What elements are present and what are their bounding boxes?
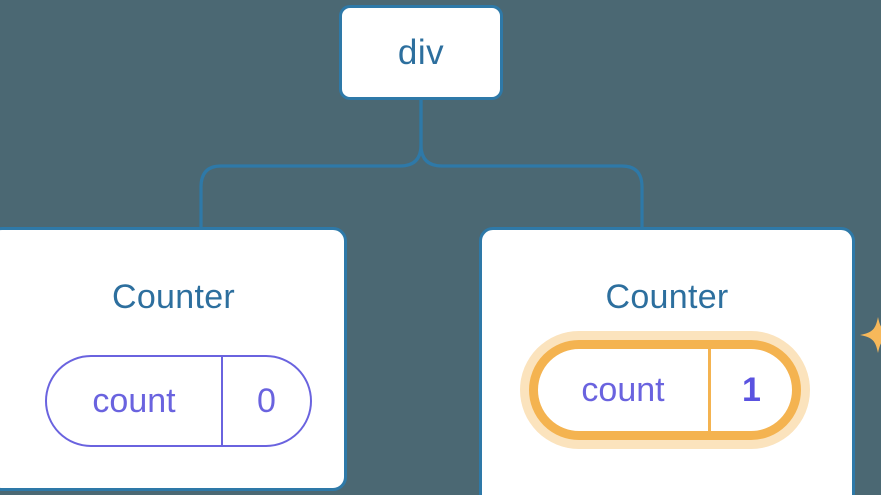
state-value: 0 [257, 382, 276, 420]
state-pill-divider [708, 349, 711, 431]
state-pill-divider [221, 357, 223, 445]
component-title: Counter [111, 278, 236, 316]
connector-right-branch [419, 98, 644, 230]
state-key: count [581, 371, 665, 409]
component-card-counter-left[interactable]: Counter count 0 [0, 227, 347, 491]
state-pill-highlighted[interactable]: count 1 [529, 340, 801, 440]
state-key: count [92, 382, 176, 420]
root-node-div[interactable]: div [339, 5, 503, 100]
sparkle-group [860, 317, 881, 353]
state-value: 1 [742, 371, 761, 409]
sparkle-large-icon [860, 317, 881, 353]
root-node-label: div [397, 33, 445, 72]
state-pill[interactable]: count 0 [45, 355, 312, 447]
connector-left-branch [199, 98, 423, 230]
state-pill-wrapper: count 1 [529, 317, 881, 440]
component-title: Counter [605, 278, 729, 316]
state-pill-wrapper: count 0 [45, 355, 312, 447]
component-card-counter-right[interactable]: Counter count 1 [479, 227, 881, 495]
